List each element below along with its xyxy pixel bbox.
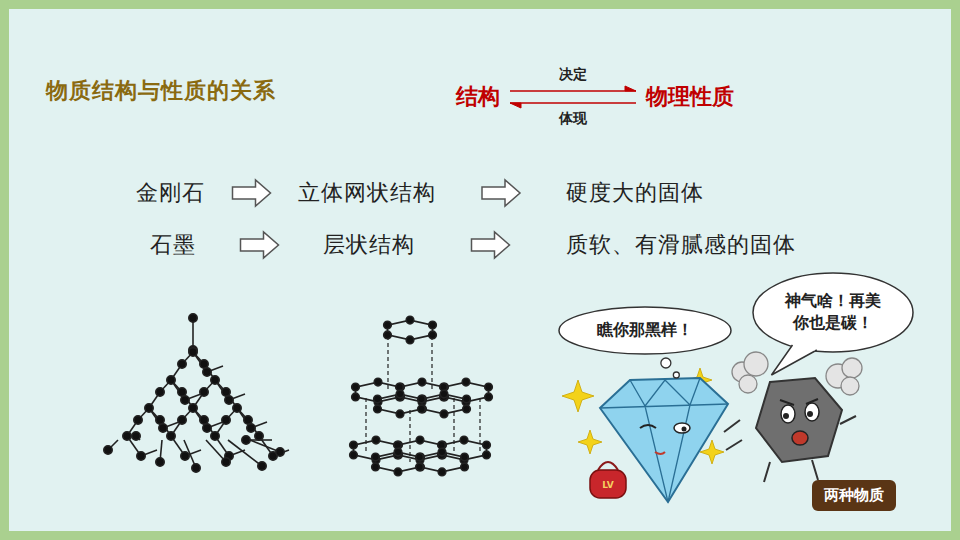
connector — [233, 180, 271, 206]
substance-name: 石墨 — [150, 230, 196, 260]
bag-logo: LV — [602, 480, 613, 490]
bubble-outline — [752, 272, 914, 353]
connector — [472, 232, 510, 258]
property-text: 硬度大的固体 — [566, 178, 704, 208]
structure-text: 立体网状结构 — [298, 178, 436, 208]
slide-title: 物质结构与性质的关系 — [46, 76, 276, 106]
edge-label: 体现 — [559, 110, 587, 128]
connector — [482, 180, 520, 206]
node-text: 金刚石 — [136, 178, 205, 208]
node-text: 物理性质 — [646, 82, 734, 112]
concept-text: 物理性质 — [646, 82, 734, 112]
node-text: 层状结构 — [323, 230, 415, 260]
speech-bubble: 神气啥！再美 你也是碳！ — [752, 272, 914, 353]
connector — [510, 103, 636, 108]
connector — [241, 232, 279, 258]
node-text: 硬度大的固体 — [566, 178, 704, 208]
structure-text: 层状结构 — [323, 230, 415, 260]
graphite-lattice — [350, 316, 493, 475]
concept-text: 结构 — [456, 82, 500, 112]
edge-label: 决定 — [559, 66, 587, 84]
thought-bubble: 瞧你那黑样！ — [558, 306, 732, 355]
connector — [510, 86, 636, 91]
node-text: 神气啥！再美 你也是碳！ — [782, 290, 884, 333]
property-text: 质软、有滑腻感的固体 — [566, 230, 796, 260]
substance-name: 金刚石 — [136, 178, 205, 208]
node-text: 两种物质 — [824, 486, 884, 505]
node-text: 立体网状结构 — [298, 178, 436, 208]
tag-badge: 两种物质 — [812, 480, 896, 511]
node-text: 瞧你那黑样！ — [590, 319, 700, 341]
node-text: 质软、有滑腻感的固体 — [566, 230, 796, 260]
diamond-lattice — [104, 314, 289, 472]
node-text: 石墨 — [150, 230, 196, 260]
node-text: 结构 — [456, 82, 500, 112]
